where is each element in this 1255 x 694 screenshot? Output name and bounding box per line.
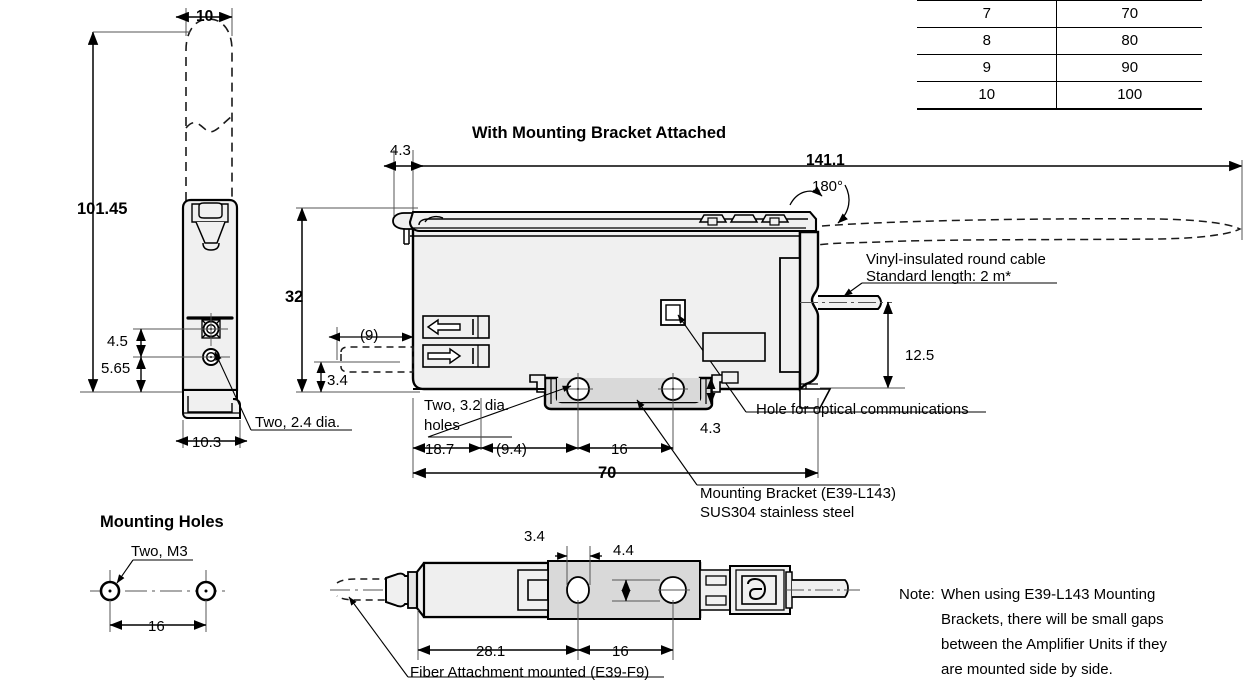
arrow-indicator-down <box>422 344 490 368</box>
dim-label-16-top: 16 <box>612 643 629 660</box>
table-cell-col2: 80 <box>1056 27 1202 55</box>
note-line-1: When using E39-L143 Mounting <box>941 586 1156 603</box>
side-view-group <box>296 150 1243 486</box>
top-view-hole-slot <box>566 576 590 604</box>
note-label: Note: <box>899 586 935 603</box>
table-cell-col2: 100 <box>1056 81 1202 110</box>
side-label-window <box>702 332 766 362</box>
leader-optical-hole <box>677 314 747 413</box>
table-row: 9 90 <box>917 54 1202 82</box>
table-cell-col2: 90 <box>1056 54 1202 82</box>
note-line-3: between the Amplifier Units if they <box>941 636 1167 653</box>
callout-two-2-4-dia: Two, 2.4 dia. <box>255 414 341 431</box>
leader-cable <box>843 282 863 297</box>
callout-bracket-line2: SUS304 stainless steel <box>700 504 855 521</box>
size-table: 7 70 8 80 9 90 10 100 <box>917 0 1202 110</box>
side-right-end-block <box>798 230 820 392</box>
table-cell-col1: 8 <box>917 27 1058 55</box>
dim-label-4-3-top: 4.3 <box>390 142 411 159</box>
table-cell-col1: 10 <box>917 81 1058 110</box>
dim-label-28-1: 28.1 <box>476 643 506 660</box>
dim-label-front-height: 101.45 <box>77 200 128 218</box>
callout-cable-line2: Standard length: 2 m* <box>866 268 1012 285</box>
dim-label-32: 32 <box>285 288 304 306</box>
heading-mounting-holes: Mounting Holes <box>100 513 224 531</box>
dim-label-4-4: 4.4 <box>613 542 634 559</box>
table-cell-col1: 7 <box>917 0 1058 28</box>
optical-hole <box>660 299 686 326</box>
front-fiber-dashed-outline <box>185 18 233 216</box>
callout-two-3-2-dia-line1: Two, 3.2 dia. <box>424 397 510 414</box>
top-view-group <box>330 546 860 678</box>
callout-cable-line1: Vinyl-insulated round cable <box>866 251 1046 268</box>
mounting-holes-view-group <box>90 559 230 632</box>
callout-optical-hole: Hole for optical communications <box>756 401 969 418</box>
leader-two-3-2-dia <box>427 385 572 438</box>
dim-label-9-paren: (9) <box>360 327 379 344</box>
note-line-2: Brackets, there will be small gaps <box>941 611 1164 628</box>
dim-label-3-4-side: 3.4 <box>327 372 348 389</box>
front-body-outline <box>181 198 239 392</box>
dim-label-16-mounting: 16 <box>148 618 165 635</box>
dim-label-16-side: 16 <box>611 441 628 458</box>
dim-label-18-7: 18.7 <box>425 441 455 458</box>
callout-two-m3: Two, M3 <box>131 543 188 560</box>
dim-label-3-4-top: 3.4 <box>524 528 545 545</box>
dim-label-70: 70 <box>598 464 617 482</box>
dim-label-141-1: 141.1 <box>806 152 845 169</box>
dim-label-front-5-65: 5.65 <box>101 360 131 377</box>
leader-two-2-4-dia <box>214 351 252 431</box>
table-row: 10 100 <box>917 81 1202 110</box>
label-180-deg: 180° <box>812 178 844 195</box>
table-row: 8 80 <box>917 27 1202 55</box>
table-row: 7 70 <box>917 0 1202 28</box>
callout-bracket-line1: Mounting Bracket (E39-L143) <box>700 485 896 502</box>
arc-180-left <box>789 186 823 206</box>
dashed-flipped-cover <box>817 218 1242 246</box>
leader-two-m3 <box>116 559 134 584</box>
front-fiber-break-line <box>185 115 233 133</box>
table-cell-col2: 70 <box>1056 0 1202 28</box>
callout-two-3-2-dia-line2: holes <box>424 417 460 434</box>
leader-fiber-attachment <box>348 596 409 678</box>
dim-label-front-4-5: 4.5 <box>107 333 128 350</box>
arrow-indicator-up <box>422 315 490 339</box>
heading-main-view: With Mounting Bracket Attached <box>472 124 727 142</box>
front-adjuster-upper <box>194 313 228 346</box>
dashed-foot-outline <box>340 346 414 373</box>
top-view-cable <box>792 579 849 598</box>
dim-label-12-5: 12.5 <box>905 347 935 364</box>
dim-label-front-10-3: 10.3 <box>192 434 222 451</box>
arc-180-right <box>837 184 850 224</box>
front-view-group <box>80 8 352 448</box>
callout-fiber-attachment: Fiber Attachment mounted (E39-F9) <box>410 664 650 681</box>
table-cell-col1: 9 <box>917 54 1058 82</box>
dim-label-9-4: (9.4) <box>496 441 527 458</box>
dim-label-front-width: 10 <box>196 8 214 25</box>
note-line-4: are mounted side by side. <box>941 661 1113 678</box>
dim-label-4-3-bracket: 4.3 <box>700 420 721 437</box>
size-table-body: 7 70 8 80 9 90 10 100 <box>917 0 1202 110</box>
top-view-connector-glyph <box>747 577 767 601</box>
